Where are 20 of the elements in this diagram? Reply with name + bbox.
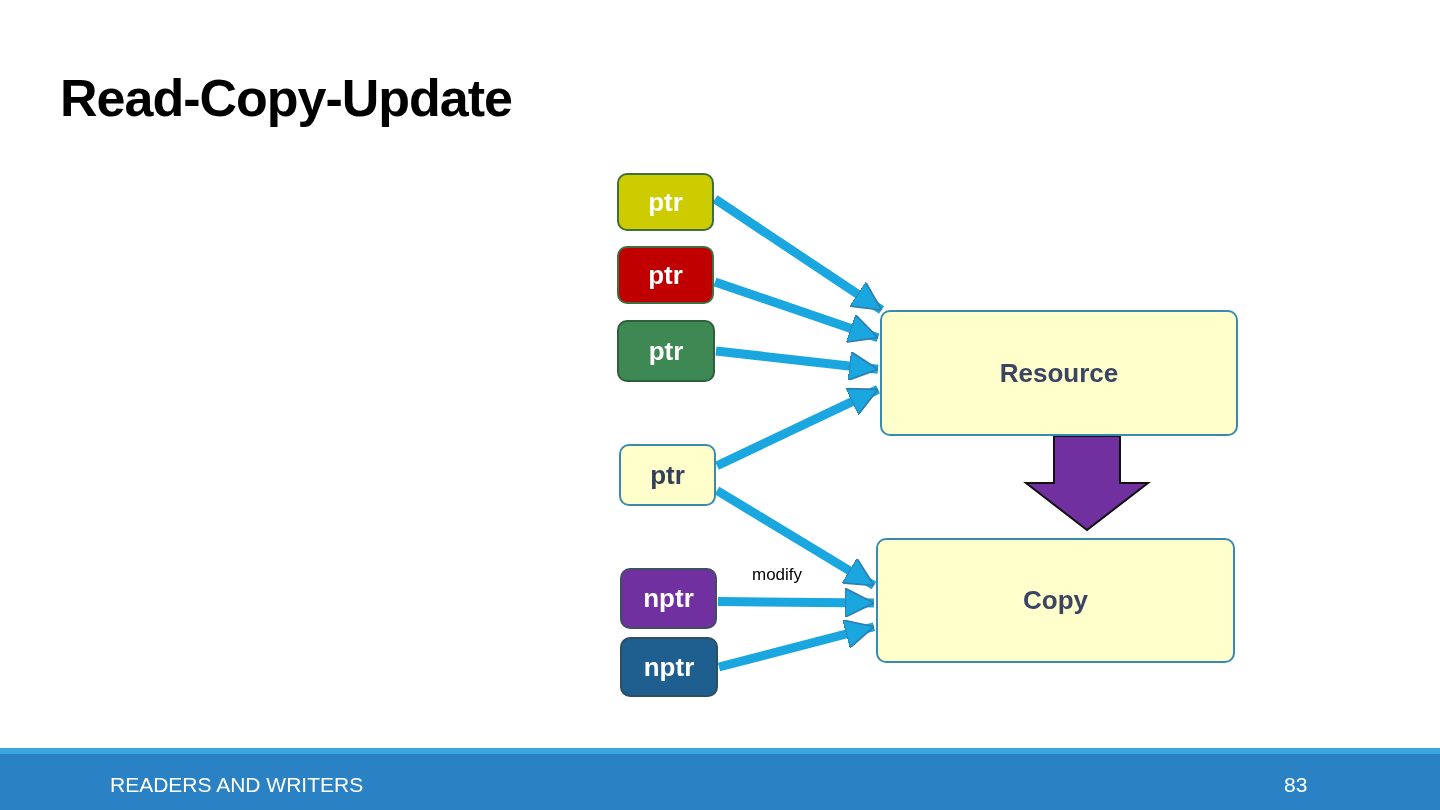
edge-label: modify	[752, 566, 803, 583]
block-arrow	[1023, 435, 1151, 532]
resource-box: Resource	[880, 310, 1238, 436]
page-number: 83	[1284, 774, 1308, 795]
pointer-box: ptr	[617, 246, 714, 304]
pointer-box: ptr	[617, 173, 714, 231]
arrow	[717, 619, 876, 672]
arrow	[715, 346, 879, 382]
pointer-box: ptr	[619, 444, 716, 506]
arrow	[715, 385, 880, 470]
arrow	[712, 195, 885, 314]
footer-text: READERS AND WRITERS	[110, 774, 364, 795]
arrow	[714, 486, 877, 590]
copy-box: Copy	[876, 538, 1235, 663]
arrow	[713, 277, 880, 343]
new-pointer-box: nptr	[620, 637, 718, 697]
slide-title: Read-Copy-Update	[60, 68, 513, 129]
new-pointer-box: nptr	[620, 568, 717, 629]
pointer-box: ptr	[617, 320, 715, 382]
arrow	[717, 587, 875, 618]
